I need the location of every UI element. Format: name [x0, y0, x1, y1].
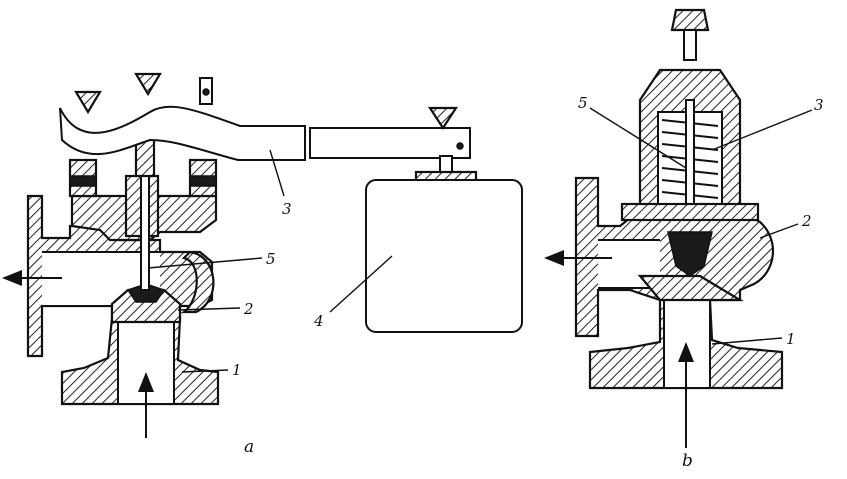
label-4-a: 4	[313, 312, 324, 330]
valve-stem-a	[140, 169, 150, 291]
label-2-b: 2	[801, 212, 812, 230]
lever-extension	[309, 127, 471, 159]
caption-a: a	[244, 437, 254, 457]
weight-block	[365, 155, 523, 333]
label-3-a: 3	[282, 200, 292, 218]
adjust-nut	[670, 8, 710, 32]
label-5-b: 5	[578, 94, 588, 112]
label-1-a: 1	[232, 361, 242, 379]
label-5-a: 5	[266, 250, 276, 268]
label-3-b: 3	[814, 96, 824, 114]
label-1-b: 1	[786, 330, 796, 348]
valve-body-a	[26, 158, 220, 406]
valve-disc-b	[667, 231, 713, 277]
spring-valve-b: 5 3 2 1 b	[544, 8, 824, 471]
lever-arm	[59, 105, 306, 161]
lever-valve-a: 5 2 1 3 4 a	[2, 72, 523, 457]
label-2-a: 2	[243, 300, 254, 318]
caption-b: b	[682, 451, 693, 471]
